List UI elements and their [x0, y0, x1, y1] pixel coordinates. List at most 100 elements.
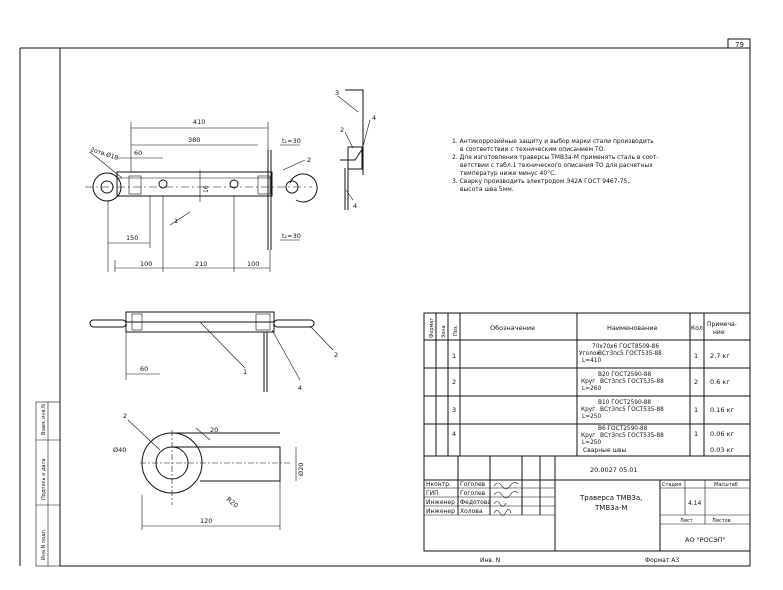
- callout-front-1: 1: [243, 368, 247, 376]
- weld-note: 0.03 кг: [710, 446, 734, 454]
- row-qty: 2: [694, 378, 698, 386]
- hook-r20: R20: [225, 495, 240, 509]
- person-name: Гоголев: [460, 490, 486, 497]
- row-name-bottom: ВСт3пс5 ГОСТ535-88: [600, 379, 664, 385]
- hook-dia-20: Ø20: [297, 463, 305, 476]
- dim-210: 210: [195, 260, 207, 268]
- hole-label: 2отв.Ø18: [89, 146, 119, 162]
- sheet-frame: [59, 47, 751, 567]
- top-view: 410 380 60 16 150 100 210 100 2отв.Ø18 t…: [85, 118, 318, 272]
- person-name: Федотова: [460, 499, 491, 506]
- role-label: ГИП: [426, 490, 439, 497]
- note-line: 3. Сварку производить электродом Э42А ГО…: [452, 178, 629, 185]
- callout-front-2: 2: [334, 351, 338, 359]
- row-pos: 2: [452, 378, 456, 386]
- row-qty: 1: [694, 352, 698, 360]
- row-pos: 3: [452, 406, 456, 414]
- side-stamp-label: Инв.N подл.: [41, 528, 47, 560]
- dim-380: 380: [188, 136, 200, 144]
- col-name: Наименование: [607, 324, 658, 332]
- signature: [493, 482, 519, 490]
- row-name-prefix: Круг: [581, 407, 595, 413]
- callout-top-1: 1: [174, 217, 178, 225]
- dim-60: 60: [134, 149, 142, 157]
- callout-sec-4b: 4: [353, 202, 357, 210]
- col-note-2: ние: [713, 329, 725, 336]
- row-name-bottom: ВСт3пс5 ГОСТ535-88: [600, 433, 664, 439]
- title-block: 20.0027 05.01 Нконтр. ГИП Инженер Инжене…: [423, 455, 751, 552]
- note-line: 1. Антикоррозийные защиту и выбор марки …: [452, 138, 654, 145]
- scale-value: 4.14: [688, 500, 702, 507]
- row-name-prefix: Круг: [581, 433, 595, 439]
- section-view: 3 2 4 4: [335, 89, 376, 210]
- row-name-prefix: Круг: [581, 379, 595, 385]
- spec-table: Формат Зона Поз. Обозначение Наименовани…: [423, 312, 751, 457]
- row-pos: 1: [452, 352, 456, 360]
- person-name: Гоголев: [460, 481, 486, 488]
- dim-410: 410: [193, 118, 205, 126]
- notes: 1. Антикоррозийные защиту и выбор марки …: [452, 138, 659, 193]
- row-pos: 4: [452, 430, 456, 438]
- hook-dim-120: 120: [200, 517, 212, 525]
- side-stamp-label: Подпись и дата: [41, 459, 47, 500]
- weld-label: Сварные швы: [583, 447, 626, 454]
- note-line: в соответствии с техническим описанием Т…: [460, 146, 605, 153]
- weld-thickness-top: t₁=30: [282, 137, 301, 145]
- dim-60-front: 60: [140, 365, 148, 373]
- note-line: высота шва 5мм.: [460, 186, 514, 193]
- note-line: температур ниже минус 40°С.: [460, 170, 556, 177]
- callout-hook-2: 2: [123, 412, 127, 420]
- col-note-1: Примеча-: [707, 321, 737, 328]
- stage-label: Стадия: [662, 482, 681, 488]
- inv-label: Инв. N: [480, 557, 500, 564]
- row-length: L=260: [582, 386, 601, 392]
- row-qty: 1: [694, 430, 698, 438]
- side-stamp: Взам. инв.N Подпись и дата Инв.N подл.: [35, 401, 61, 567]
- col-qty: Кол.: [691, 325, 705, 332]
- row-note: 2.7 кг: [710, 352, 730, 360]
- note-line: 2. Для изготовления траверсы ТМВ3а-М при…: [452, 154, 659, 161]
- format-label: Формат А3: [645, 557, 679, 564]
- hook-dia-40: Ø40: [113, 446, 126, 454]
- hook-dim-20: 20: [210, 426, 218, 434]
- row-length: L=250: [582, 440, 601, 446]
- signature: [493, 508, 512, 516]
- side-stamp-label: Взам. инв.N: [41, 404, 47, 435]
- scale-label: Масштаб: [714, 482, 738, 488]
- drawing-title-2: ТМВ3а-М: [594, 504, 627, 512]
- col-format: Формат: [429, 318, 435, 338]
- role-label: Инженер: [426, 499, 455, 506]
- note-line: ветствии с табл.1 технического описания …: [460, 162, 653, 169]
- row-name-top: В10 ГОСТ2590-88: [598, 400, 651, 406]
- row-note: 0.6 кг: [710, 378, 730, 386]
- col-zone: Зона: [441, 325, 447, 338]
- callout-sec-3: 3: [335, 89, 339, 97]
- sheet-number: 79: [735, 41, 744, 49]
- signature: [493, 491, 519, 499]
- dim-100-right: 100: [247, 260, 259, 268]
- row-name-bottom: ВСт3пс5 ГОСТ535-88: [600, 407, 664, 413]
- callout-sec-4a: 4: [372, 114, 376, 122]
- row-note: 0.16 кг: [710, 406, 734, 414]
- dim-16: 16: [203, 185, 210, 193]
- doc-code: 20.0027 05.01: [590, 466, 638, 474]
- row-qty: 1: [694, 406, 698, 414]
- role-label: Инженер: [426, 508, 455, 515]
- col-designation: Обозначение: [490, 324, 535, 332]
- role-label: Нконтр.: [426, 481, 451, 488]
- row-name-bottom: ВСт3пс5 ГОСТ535-88: [598, 351, 662, 357]
- org-name: АО "РОСЭП": [685, 536, 726, 544]
- row-name-prefix: Уголок: [579, 351, 600, 357]
- front-view: 60 1 4 2: [89, 311, 338, 392]
- dim-150: 150: [126, 234, 138, 242]
- row-length: L=250: [582, 414, 601, 420]
- row-note: 0.06 кг: [710, 430, 734, 438]
- row-length: L=410: [582, 358, 601, 364]
- sheet-label: Лист: [680, 518, 693, 524]
- hook-detail: Ø40 20 Ø20 R20 120 2: [113, 412, 305, 530]
- row-name-top: 70x70x6 ГОСТ8509-86: [592, 344, 659, 350]
- col-pos: Поз.: [453, 325, 459, 336]
- row-name-top: В6 ГОСТ2590-88: [598, 426, 648, 432]
- dim-100-left: 100: [140, 260, 152, 268]
